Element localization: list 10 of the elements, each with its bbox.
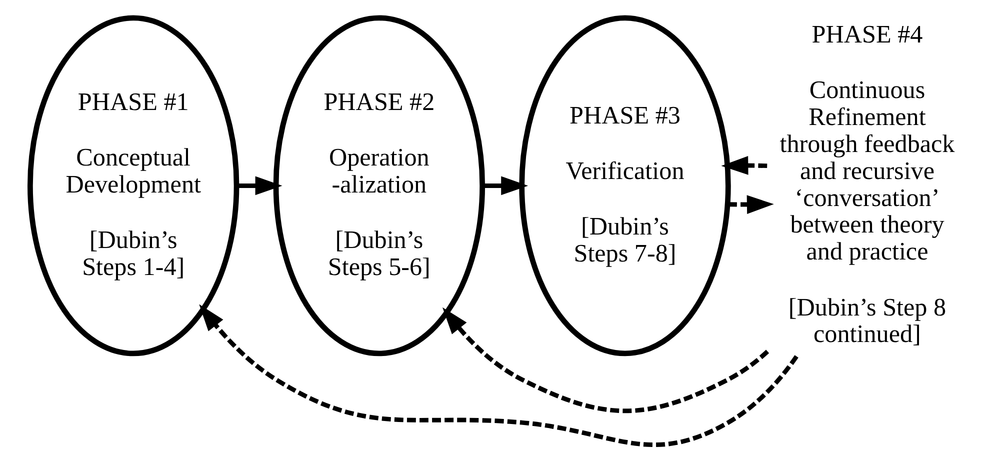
arrow	[482, 176, 528, 196]
node-text: PHASE #4 Continuous Refinement through feedback and recursive ‘conversation’ between theory and practice [Dubin’s Step 8 continued]	[779, 22, 954, 348]
node-ellipse: PHASE #1 Conceptual Development [Dubin’s Steps 1-4]	[26, 15, 239, 356]
arrow	[236, 176, 282, 196]
arrow	[198, 304, 798, 447]
arrow	[720, 156, 767, 175]
node-ellipse: PHASE #3 Verification [Dubin’s Steps 7-8]	[518, 15, 730, 356]
arrow	[727, 195, 774, 214]
arrow	[442, 307, 769, 414]
node-ellipse: PHASE #2 Operation -alization [Dubin’s Steps 5-6]	[272, 15, 485, 356]
